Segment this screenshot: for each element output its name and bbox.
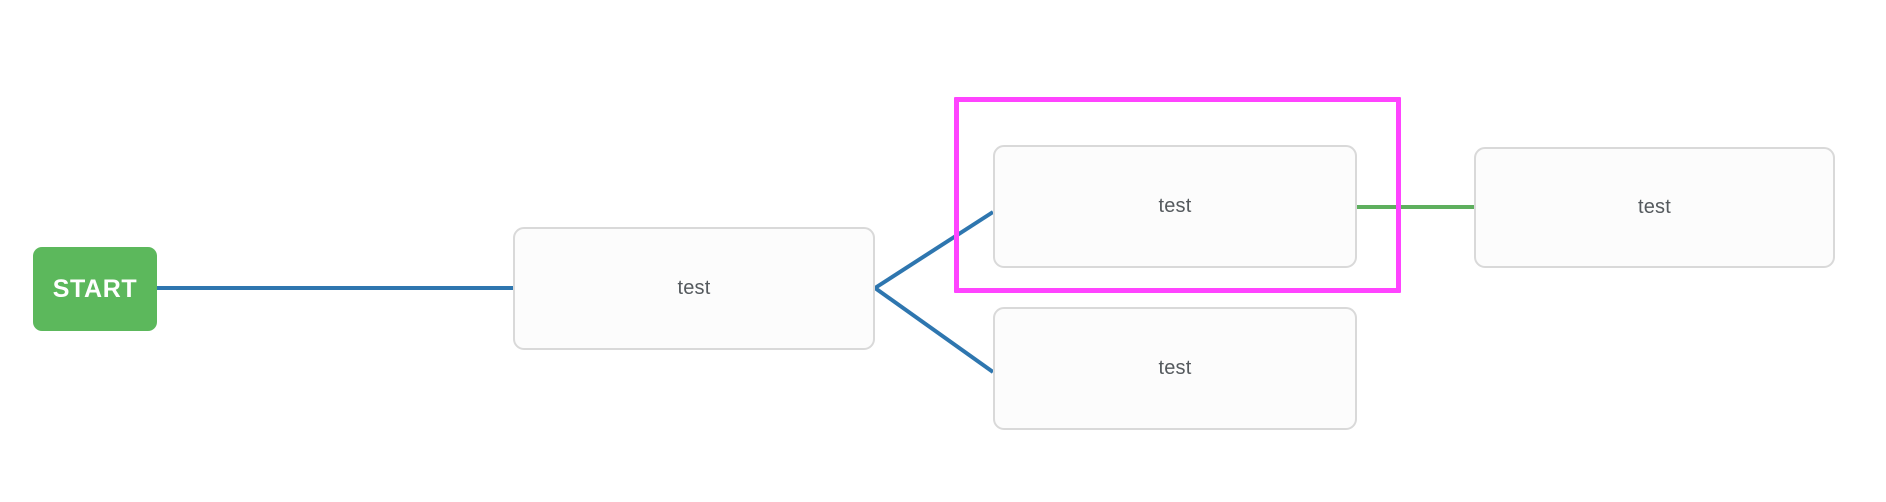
node-process-right-label: test bbox=[1637, 196, 1672, 218]
node-process-lower-label: test bbox=[1158, 357, 1192, 379]
selection-rectangle[interactable] bbox=[954, 97, 1401, 293]
node-start-label: START bbox=[52, 274, 138, 303]
edge-center-to-lower bbox=[873, 286, 995, 374]
node-process-upper-label: test bbox=[1158, 195, 1192, 217]
node-process-right[interactable]: test bbox=[1474, 147, 1835, 268]
node-start[interactable]: START bbox=[33, 247, 157, 331]
node-process-center-label: test bbox=[677, 277, 711, 299]
node-process-upper[interactable]: test bbox=[993, 145, 1357, 268]
node-process-center[interactable]: test bbox=[513, 227, 875, 350]
node-process-lower[interactable]: test bbox=[993, 307, 1357, 430]
